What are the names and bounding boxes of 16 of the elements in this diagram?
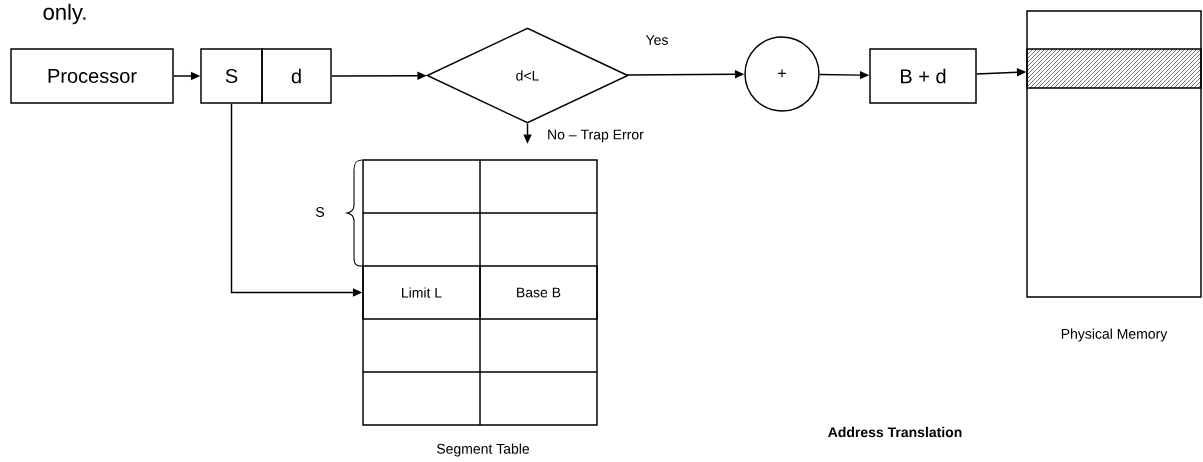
memory-segment xyxy=(1026,48,1202,89)
caption: Address Translation xyxy=(828,426,962,438)
table-cell: Base B xyxy=(479,265,598,320)
node-caption: Physical Memory xyxy=(1061,328,1168,342)
memory-block xyxy=(1026,10,1202,298)
edge-label: No – Trap Error xyxy=(545,128,646,144)
heading-fragment: only. xyxy=(43,3,86,25)
process-box: Processor xyxy=(10,48,174,104)
edge-label: Yes xyxy=(644,33,670,47)
address-cell: S xyxy=(200,48,263,104)
result-box: B + d xyxy=(869,48,977,104)
table-cell: Limit L xyxy=(362,265,481,320)
segment-table xyxy=(362,159,598,426)
node-caption: Segment Table xyxy=(436,443,530,457)
brace-label: S xyxy=(315,207,325,217)
address-cell: d xyxy=(261,48,332,104)
